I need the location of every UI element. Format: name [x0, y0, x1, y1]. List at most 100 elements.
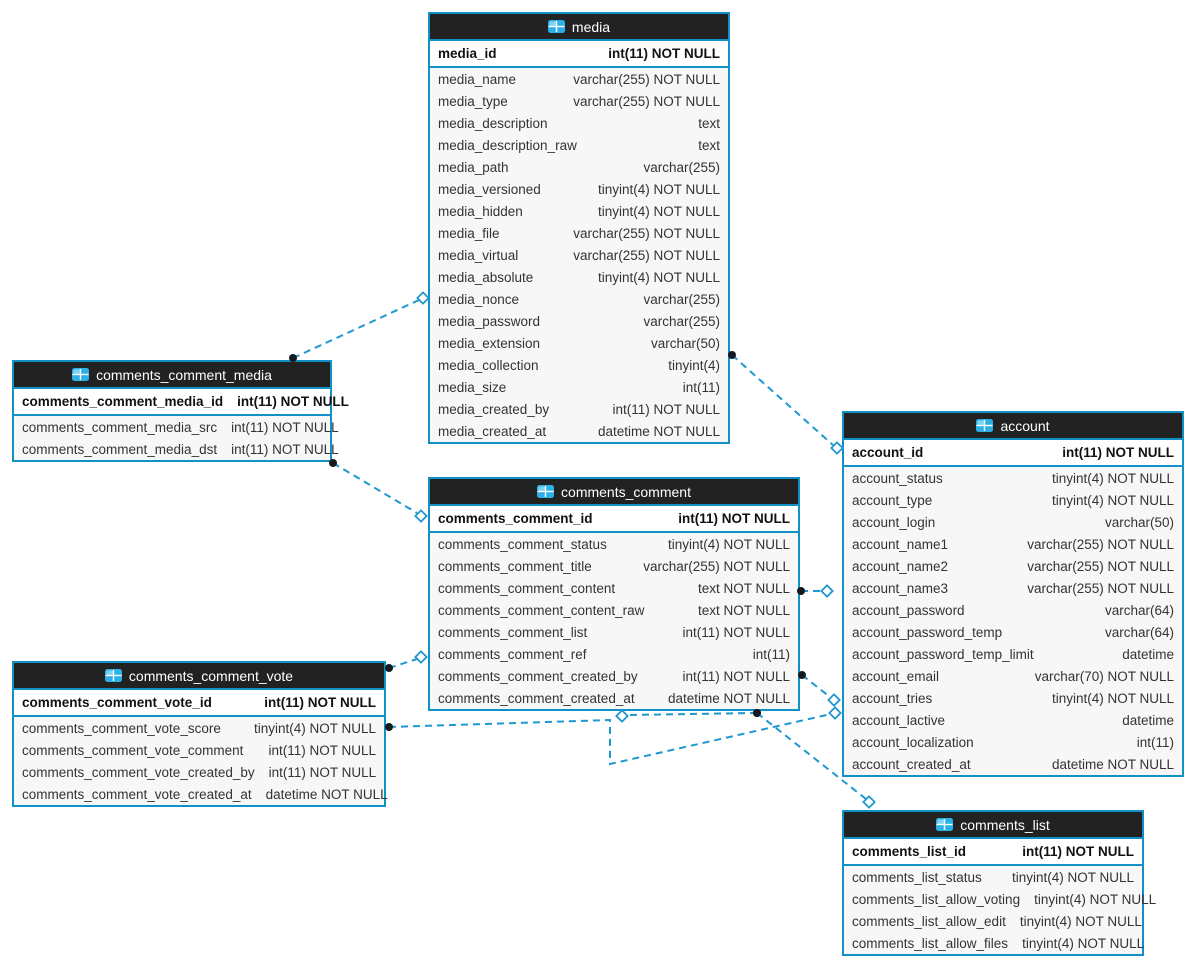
column-type: datetime NOT NULL: [667, 690, 790, 706]
relationship-line: [332, 462, 418, 514]
fk-dot-marker: [385, 664, 393, 672]
column-name: media_created_at: [438, 423, 547, 439]
column-type: tinyint(4) NOT NULL: [1051, 690, 1174, 706]
ref-diamond-marker: [414, 650, 428, 664]
column-name: media_nonce: [438, 291, 520, 307]
column-type: varchar(255) NOT NULL: [1027, 558, 1174, 574]
ref-diamond-marker: [862, 795, 876, 809]
column-name: account_name1: [852, 536, 949, 552]
ref-diamond-marker: [414, 509, 428, 523]
column-name: account_id: [852, 445, 924, 460]
column-name: comments_comment_media_src: [22, 419, 218, 435]
column-name: comments_comment_created_at: [438, 690, 635, 706]
column-name: account_lactive: [852, 712, 946, 728]
table-header-media[interactable]: media: [430, 14, 728, 41]
column-type: int(11) NOT NULL: [682, 624, 790, 640]
column-type: text NOT NULL: [697, 602, 790, 618]
column-name: account_password_temp_limit: [852, 646, 1034, 662]
column-type: int(11) NOT NULL: [264, 695, 376, 710]
column-name: media_versioned: [438, 181, 541, 197]
column-name: media_created_by: [438, 401, 550, 417]
relationship-cc-account-1: [797, 584, 834, 598]
column-type: tinyint(4) NOT NULL: [1034, 891, 1157, 907]
table-title: media: [571, 18, 611, 35]
column-type: tinyint(4) NOT NULL: [1051, 492, 1174, 508]
column-name: comments_list_allow_files: [852, 935, 1009, 951]
column-type: int(11): [1136, 734, 1174, 750]
column-type: tinyint(4) NOT NULL: [1011, 869, 1134, 885]
column-row: comments_comment_content_raw text NOT NUL…: [430, 599, 798, 621]
ref-diamond-marker: [416, 291, 430, 305]
table-icon: [72, 368, 90, 381]
column-name: comments_comment_vote_created_by: [22, 764, 255, 780]
column-row: account_tries tinyint(4) NOT NULL: [844, 687, 1182, 709]
table-header-comments_comment_vote[interactable]: comments_comment_vote: [14, 663, 384, 690]
column-name: comments_comment_vote_comment: [22, 742, 244, 758]
table-icon: [537, 485, 555, 498]
fk-dot-marker: [385, 723, 393, 731]
column-name: comments_list_status: [852, 869, 982, 885]
column-type: varchar(255): [643, 159, 720, 175]
column-name: comments_comment_media_dst: [22, 441, 218, 457]
column-name: comments_comment_created_by: [438, 668, 638, 684]
column-type: tinyint(4) NOT NULL: [1019, 913, 1142, 929]
column-type: int(11): [682, 379, 720, 395]
column-type: int(11) NOT NULL: [237, 394, 349, 409]
table-header-comments_comment[interactable]: comments_comment: [430, 479, 798, 506]
table-header-comments_list[interactable]: comments_list: [844, 812, 1142, 839]
column-name: account_tries: [852, 690, 933, 706]
column-type: int(11) NOT NULL: [1022, 844, 1134, 859]
column-type: varchar(255): [643, 291, 720, 307]
table-header-comments_comment_media[interactable]: comments_comment_media: [14, 362, 330, 389]
ref-diamond-marker: [828, 706, 842, 720]
column-type: varchar(50): [1104, 514, 1174, 530]
relationship-ccm-cc: [329, 459, 428, 523]
table-header-account[interactable]: account: [844, 413, 1182, 440]
column-name: account_email: [852, 668, 940, 684]
primary-key-row: account_id int(11) NOT NULL: [844, 440, 1182, 467]
column-type: datetime NOT NULL: [265, 786, 388, 802]
column-type: varchar(255) NOT NULL: [573, 247, 720, 263]
column-type: int(11) NOT NULL: [1062, 445, 1174, 460]
relationship-line: [626, 712, 758, 716]
column-name: comments_comment_content_raw: [438, 602, 645, 618]
relationship-cc-account-2: [798, 671, 841, 707]
column-name: comments_comment_status: [438, 536, 607, 552]
column-name: media_collection: [438, 357, 539, 373]
column-type: int(11) NOT NULL: [678, 511, 790, 526]
column-name: media_size: [438, 379, 507, 395]
column-type: text NOT NULL: [697, 580, 790, 596]
table-comments_comment_vote[interactable]: comments_comment_vote comments_comment_vo…: [12, 661, 388, 807]
relationship-line: [731, 354, 834, 446]
column-type: varchar(64): [1104, 602, 1174, 618]
column-name: comments_comment_vote_created_at: [22, 786, 252, 802]
column-name: comments_comment_title: [438, 558, 592, 574]
column-row: media_nonce varchar(255): [430, 288, 728, 310]
column-name: comments_comment_content: [438, 580, 616, 596]
column-name: account_login: [852, 514, 936, 530]
relationship-media-account: [728, 351, 844, 455]
column-type: varchar(255) NOT NULL: [573, 93, 720, 109]
